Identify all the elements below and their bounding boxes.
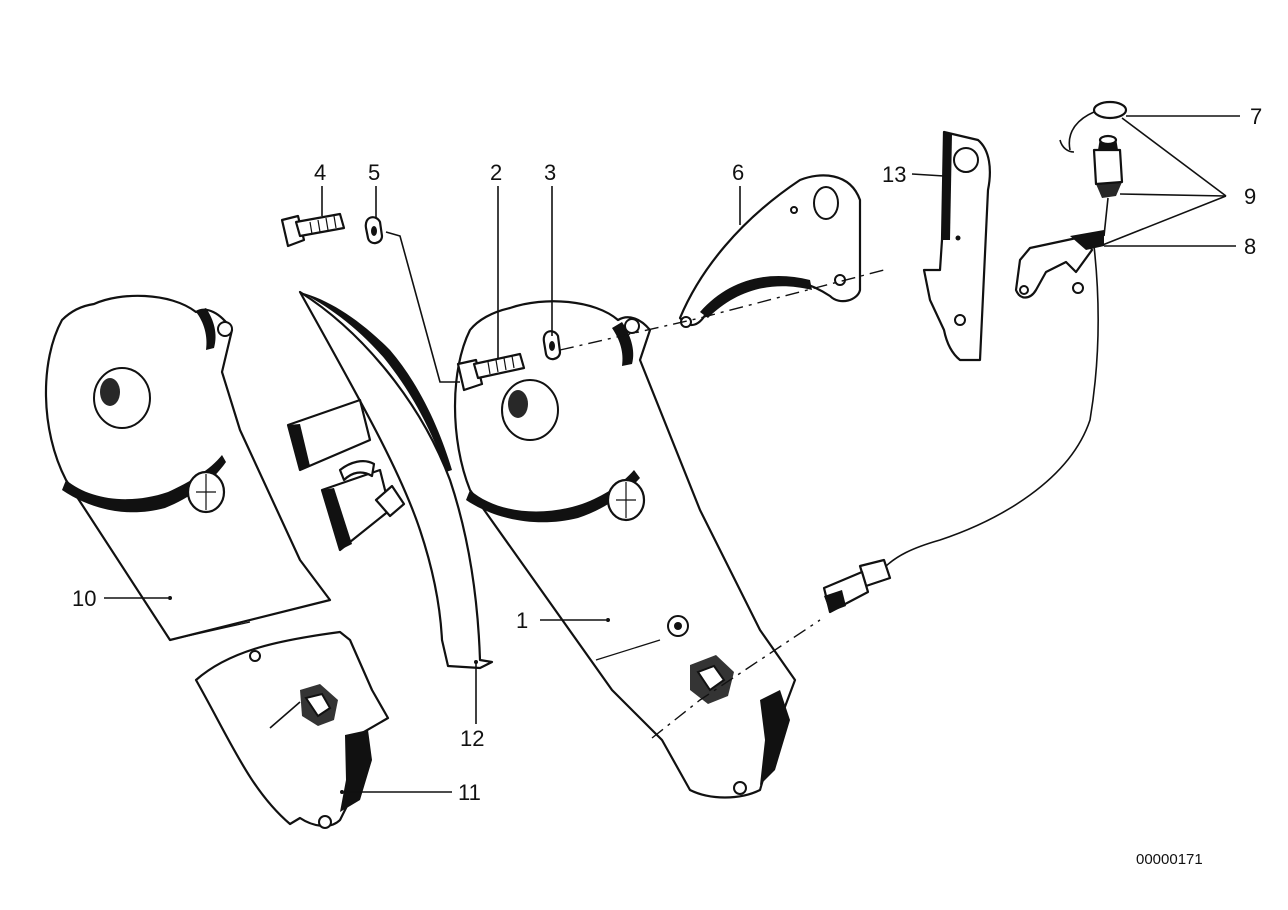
part-9-sensor bbox=[1092, 134, 1124, 237]
callouts: 4 5 2 3 6 13 7 9 8 10 1 12 11 bbox=[72, 104, 1262, 805]
part-4-bolt bbox=[280, 212, 346, 248]
part-7-cap bbox=[1059, 100, 1128, 153]
callout-7: 7 bbox=[1250, 104, 1262, 129]
drawing-number: 00000171 bbox=[1136, 851, 1203, 868]
part-12-guide-rail bbox=[286, 290, 494, 670]
part-8-bracket bbox=[1014, 230, 1104, 299]
callout-13: 13 bbox=[882, 162, 906, 187]
callout-11: 11 bbox=[458, 780, 481, 805]
assembly-lines bbox=[385, 231, 885, 739]
callout-12: 12 bbox=[460, 726, 484, 751]
callout-6: 6 bbox=[732, 160, 744, 185]
part-5-washer bbox=[364, 216, 384, 245]
part-6-bracket bbox=[678, 174, 862, 328]
callout-9: 9 bbox=[1244, 184, 1256, 209]
callout-5: 5 bbox=[368, 160, 380, 185]
part-11-lower-cover bbox=[194, 630, 390, 829]
part-13-plate bbox=[922, 130, 991, 362]
part-3-washer bbox=[542, 330, 562, 361]
callout-3: 3 bbox=[544, 160, 556, 185]
part-10-upper-cover bbox=[44, 294, 332, 642]
part-2-bolt bbox=[456, 352, 526, 392]
sensor-cable bbox=[822, 245, 1099, 614]
leader-lines bbox=[104, 115, 1240, 794]
part-1-main-cover bbox=[453, 300, 797, 799]
callout-2: 2 bbox=[490, 160, 502, 185]
callout-10: 10 bbox=[72, 586, 96, 611]
callout-4: 4 bbox=[314, 160, 326, 185]
callout-8: 8 bbox=[1244, 234, 1256, 259]
callout-1: 1 bbox=[516, 608, 528, 633]
